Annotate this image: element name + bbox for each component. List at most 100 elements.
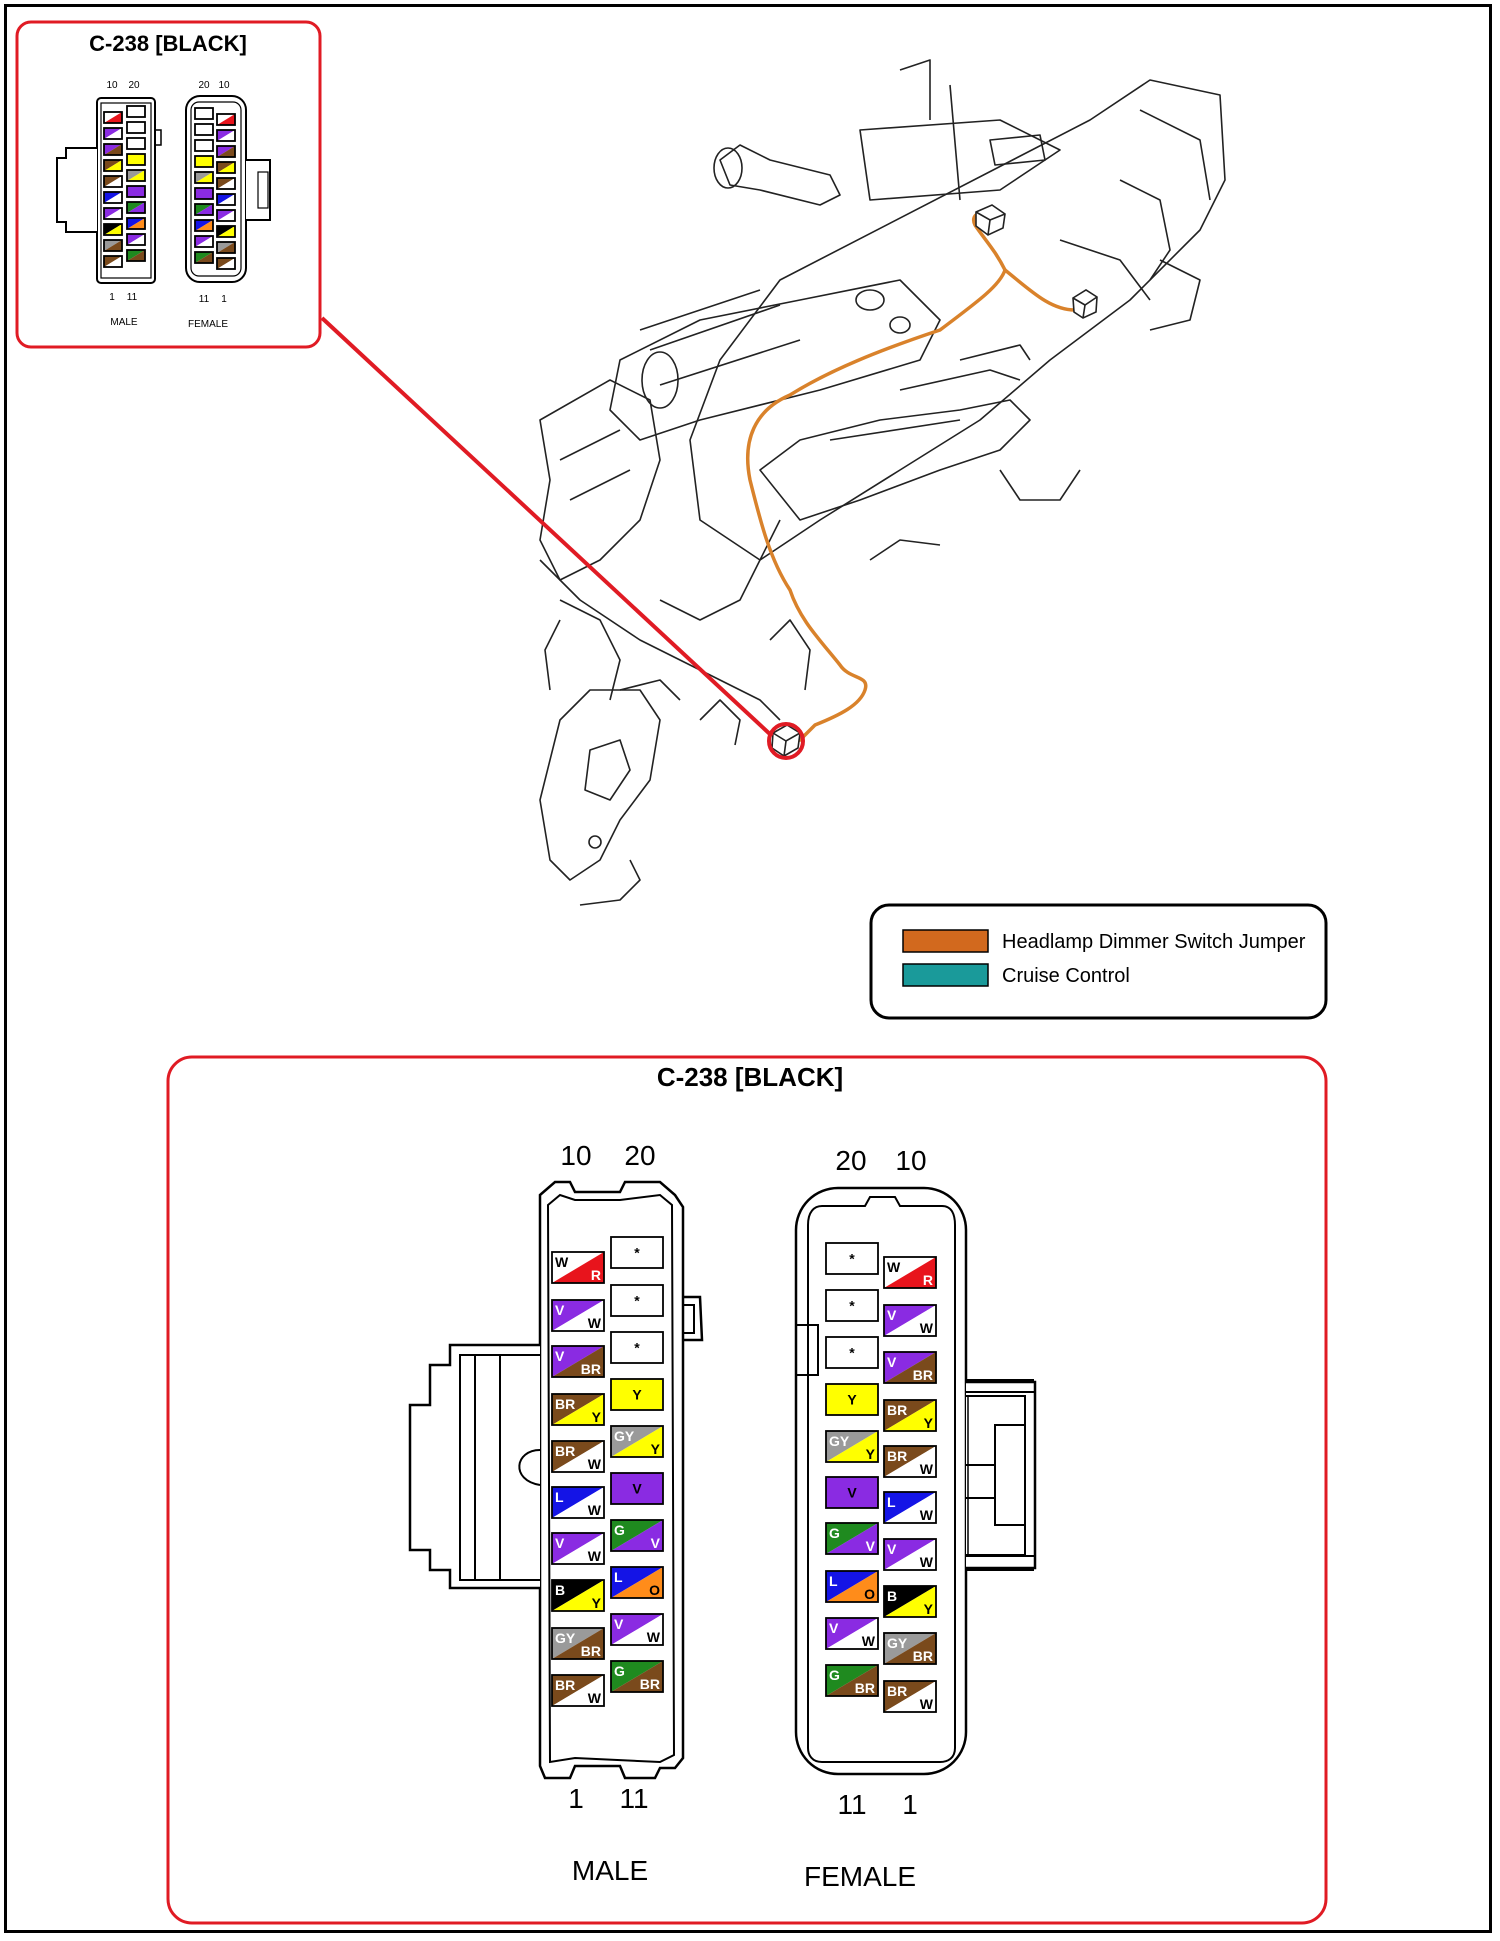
pin-fill	[825, 1242, 879, 1275]
inset-female-pin-12: VW	[194, 235, 214, 248]
pin-primary-label: BR	[555, 1677, 575, 1693]
inset-female-pin-17: Y	[194, 155, 214, 168]
pin-primary-label: V	[555, 1348, 565, 1364]
female-pin-3: BY	[883, 1585, 937, 1618]
pin-primary-label: V	[555, 1302, 565, 1318]
female-connector: ***YGYYVGVLOVWGBRWRVWVBRBRYBRWLWVWBYGYBR…	[794, 1145, 1037, 1892]
steering-column-illustration	[539, 59, 1226, 906]
legend-box	[869, 903, 1328, 1020]
pin-label: V	[847, 1484, 857, 1500]
pin-primary-label: V	[555, 1535, 565, 1551]
pin-outline	[216, 193, 236, 206]
inset-female-pin-19: *	[194, 123, 214, 136]
pin-primary-label: V	[614, 1616, 624, 1632]
pin-outline	[825, 1522, 879, 1555]
pin-tracer-label: W	[588, 1690, 602, 1706]
inset-male-pin-8: VBR	[103, 143, 123, 156]
pin-primary-label: BR	[887, 1448, 907, 1464]
legend-item: Headlamp Dimmer Switch Jumper	[902, 929, 1306, 953]
pin-fill	[610, 1284, 664, 1317]
male-pin-16: GYY	[610, 1425, 664, 1458]
pin-tracer-color	[104, 256, 122, 267]
male-pin-4: VW	[551, 1532, 605, 1565]
inset-male-pin-3: BY	[103, 223, 123, 236]
pin-label: *	[634, 1244, 640, 1260]
pin-outline	[551, 1579, 605, 1612]
pin-primary-label: B	[887, 1588, 897, 1604]
pin-outline	[825, 1617, 879, 1650]
pin-primary-label: G	[614, 1522, 625, 1538]
inset-male-pin-14: GV	[126, 201, 146, 214]
pin-outline	[126, 169, 146, 182]
female-pin-7: BRY	[883, 1399, 937, 1432]
pin-tracer-color	[552, 1441, 604, 1472]
pin-outline	[194, 235, 214, 248]
pin-outline	[216, 209, 236, 222]
pin-tracer-color	[884, 1400, 936, 1431]
pin-primary-label: L	[614, 1569, 623, 1585]
pin-outline	[825, 1430, 879, 1463]
pin-primary-label: V	[887, 1541, 897, 1557]
pin-tracer-label: W	[920, 1696, 934, 1712]
pin-label: *	[634, 1292, 640, 1308]
female-pin-6: BRW	[883, 1445, 937, 1478]
pin-outline	[883, 1585, 937, 1618]
pin-primary-label: BR	[887, 1683, 907, 1699]
pin-tracer-color	[127, 202, 145, 213]
pin-tracer-label: Y	[592, 1409, 602, 1425]
pin-outline	[103, 255, 123, 268]
pin-outline	[883, 1538, 937, 1571]
male-pin-8: V BR	[551, 1345, 605, 1378]
pin-fill	[194, 139, 214, 152]
pin-outline	[126, 249, 146, 262]
pin-label: *	[634, 1339, 640, 1355]
pin-outline	[825, 1570, 879, 1603]
pin-tracer-label: BR	[581, 1361, 601, 1377]
pin-fill	[610, 1378, 664, 1411]
male-pin-15: V	[610, 1472, 664, 1505]
pin-tracer-color	[195, 220, 213, 231]
pin-tracer-label: R	[591, 1267, 601, 1283]
pin-tracer-label: BR	[640, 1676, 660, 1692]
pin-fill	[126, 121, 146, 134]
pin-primary-label: L	[887, 1494, 896, 1510]
male-pin-6: BRW	[551, 1440, 605, 1473]
pin-outline	[883, 1632, 937, 1665]
inset-female-pin-11: GBR	[194, 251, 214, 264]
pin-fill	[610, 1472, 664, 1505]
headlamp-dimmer-jumper-harness	[745, 211, 1007, 742]
pin-tracer-color	[104, 208, 122, 219]
pin-fill	[126, 105, 146, 118]
pin-tracer-label: Y	[924, 1415, 934, 1431]
pin-tracer-color	[195, 204, 213, 215]
pin-tracer-color	[884, 1352, 936, 1383]
male-pin-14: GV	[610, 1519, 664, 1552]
pin-outline	[610, 1613, 664, 1646]
pin-tracer-color	[104, 240, 122, 251]
pin-tracer-label: W	[920, 1507, 934, 1523]
pin-tracer-color	[611, 1661, 663, 1692]
inset-male-pin-number: 10	[106, 80, 118, 91]
pin-fill	[194, 107, 214, 120]
pin-outline	[551, 1532, 605, 1565]
pin-tracer-color	[611, 1520, 663, 1551]
inset-male-pin-number: 20	[128, 80, 140, 91]
female-pin-13: LO	[825, 1570, 879, 1603]
female-pin-15: V	[825, 1476, 879, 1509]
callout-circle	[767, 722, 805, 760]
pin-tracer-label: V	[866, 1538, 876, 1554]
pin-fill	[126, 153, 146, 166]
male-pin-13: LO	[610, 1566, 664, 1599]
pin-primary-label: W	[887, 1259, 901, 1275]
pin-fill	[126, 185, 146, 198]
pin-tracer-label: W	[588, 1315, 602, 1331]
pin-outline	[216, 161, 236, 174]
pin-tracer-label: O	[864, 1586, 875, 1602]
pin-outline	[883, 1445, 937, 1478]
pin-tracer-color	[884, 1633, 936, 1664]
pin-tracer-color	[552, 1628, 604, 1659]
pin-tracer-label: BR	[913, 1367, 933, 1383]
male-pin-10: WR	[551, 1251, 605, 1284]
pin-tracer-color	[104, 176, 122, 187]
